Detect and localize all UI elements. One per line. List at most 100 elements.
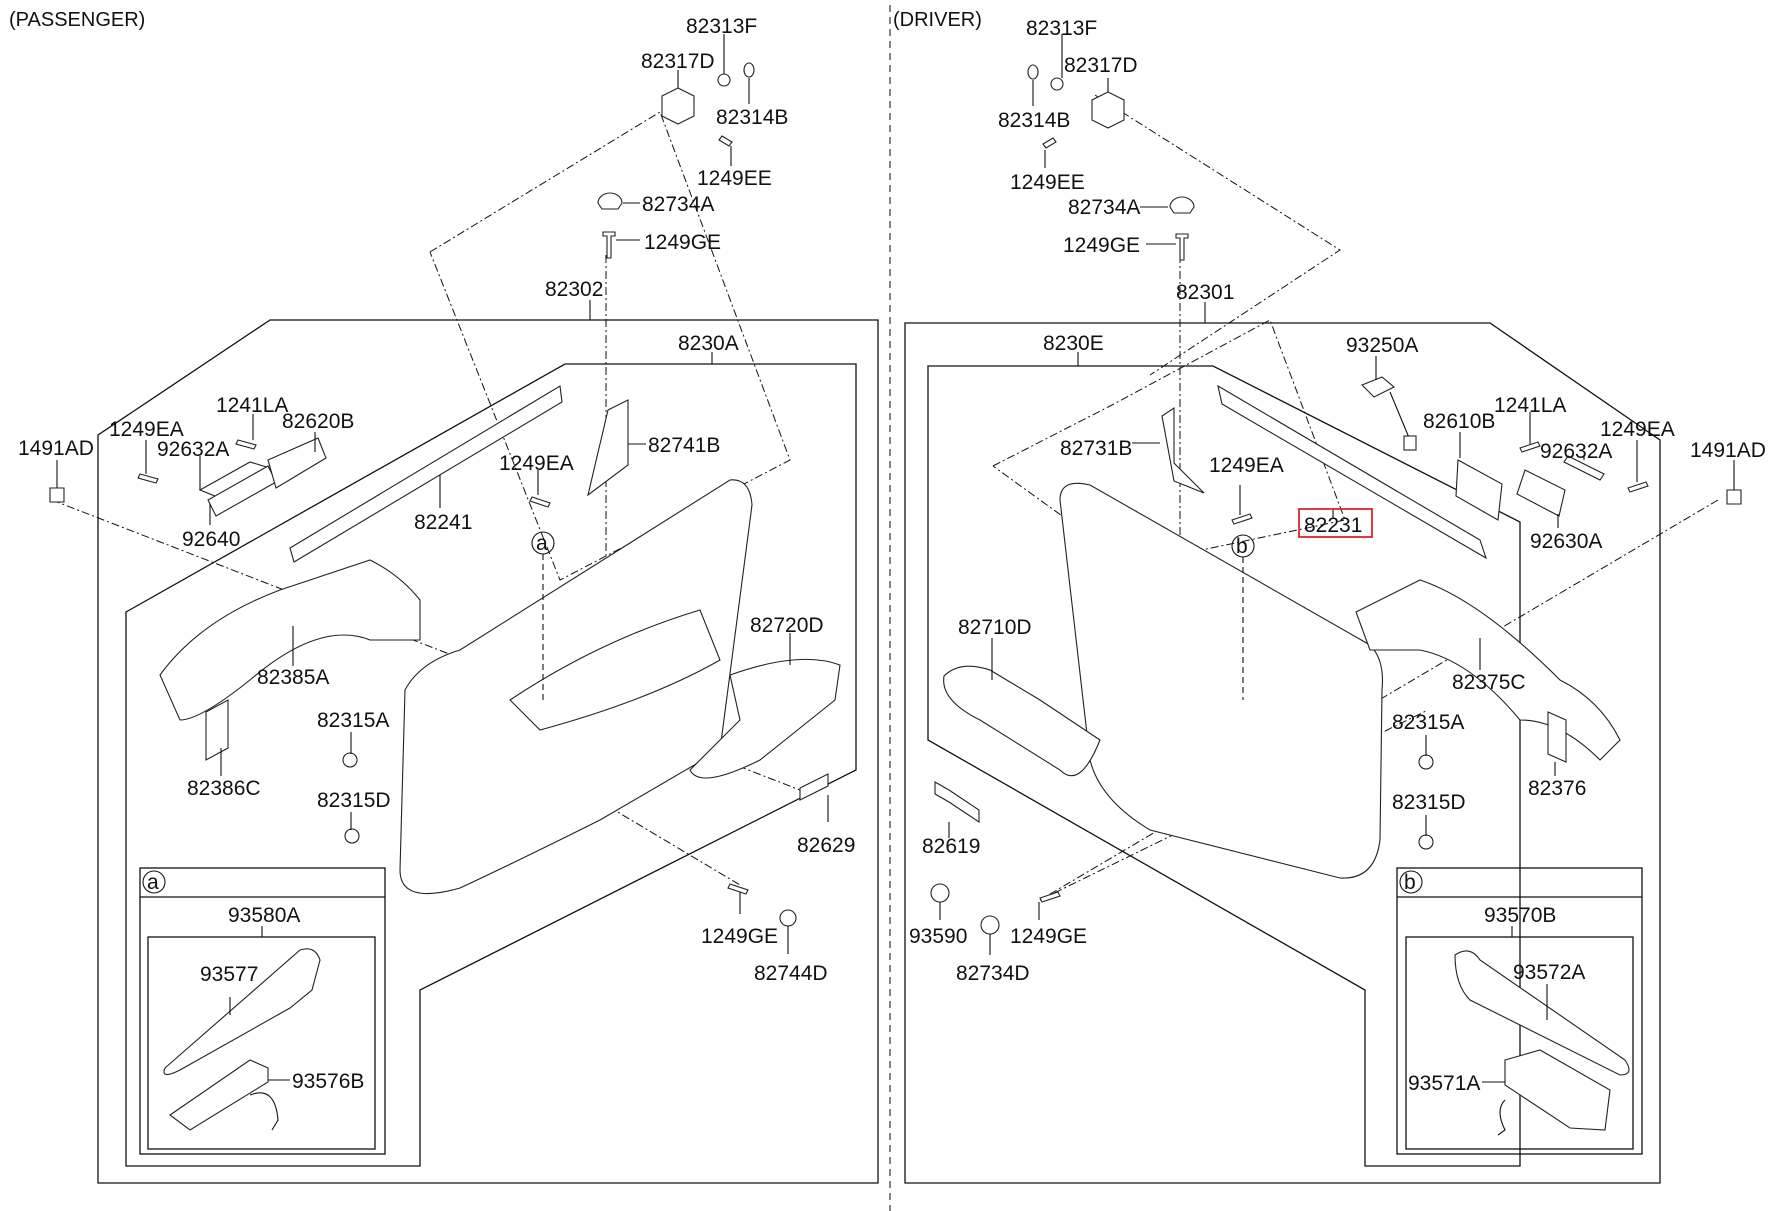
label-92632A-driver[interactable]: 92632A [1540,440,1612,463]
door-trim-panel-driver[interactable] [1059,482,1384,879]
label-82231-selected[interactable]: 82231 [1304,514,1362,537]
label-1249GE-bot-driver[interactable]: 1249GE [1010,925,1087,948]
screw-1249EE[interactable] [718,135,733,147]
label-93572A[interactable]: 93572A [1513,961,1585,984]
screw-1249GE-bot-driver[interactable] [1039,891,1061,903]
label-82375C[interactable]: 82375C [1452,671,1526,694]
switch-cover-93572A[interactable] [1454,950,1630,1076]
label-93571A[interactable]: 93571A [1408,1072,1480,1095]
cover-82629[interactable] [799,773,829,801]
bracket-82317D[interactable] [661,87,695,125]
label-1249GE-bot[interactable]: 1249GE [701,925,778,948]
label-82241[interactable]: 82241 [414,511,472,534]
label-82734D[interactable]: 82734D [956,962,1030,985]
bracket-92630A[interactable] [1516,469,1566,517]
grip-82386C[interactable] [205,699,229,761]
nut-82315A-right[interactable] [1418,754,1434,770]
label-82619[interactable]: 82619 [922,835,980,858]
label-82313F[interactable]: 82313F [686,15,757,38]
label-82710D[interactable]: 82710D [958,616,1032,639]
screw-1249EA-right[interactable] [1627,481,1649,493]
handle-bezel-82741B[interactable] [587,399,629,497]
armrest-82710D[interactable] [943,665,1101,777]
label-1491AD[interactable]: 1491AD [18,437,94,460]
lamp-93590[interactable] [930,883,950,903]
label-82744D[interactable]: 82744D [754,962,828,985]
label-82731B[interactable]: 82731B [1060,437,1132,460]
screw-1249EA-mid-driver[interactable] [1231,513,1253,525]
weatherstrip-82241[interactable] [289,385,563,563]
switch-cover-93577[interactable] [163,948,321,1076]
label-82376[interactable]: 82376 [1528,777,1586,800]
label-93577[interactable]: 93577 [200,963,258,986]
label-82629[interactable]: 82629 [797,834,855,857]
weatherstrip-82231[interactable] [1217,384,1487,560]
label-1249EA-mid-driver[interactable]: 1249EA [1209,454,1284,477]
cover-82619[interactable] [934,781,980,824]
label-92640[interactable]: 92640 [182,528,240,551]
label-82315A-left[interactable]: 82315A [317,709,389,732]
washer-82314B-driver[interactable] [1027,64,1039,80]
label-1241LA-driver[interactable]: 1241LA [1494,394,1566,417]
label-93580A[interactable]: 93580A [228,904,300,927]
screw-1241LA-left[interactable] [235,439,257,450]
label-82315A-right[interactable]: 82315A [1392,711,1464,734]
switch-unit-93576B[interactable] [169,1059,269,1131]
label-1249EE-driver[interactable]: 1249EE [1010,171,1085,194]
label-93250A[interactable]: 93250A [1346,334,1418,357]
label-1249EE[interactable]: 1249EE [697,167,772,190]
handle-82620B[interactable] [267,437,327,489]
label-1241LA[interactable]: 1241LA [216,394,288,417]
clip-82734A[interactable] [597,192,623,210]
label-93576B[interactable]: 93576B [292,1070,364,1093]
label-82620B[interactable]: 82620B [282,410,354,433]
label-1249EA-mid[interactable]: 1249EA [499,452,574,475]
washer-82314B[interactable] [743,62,755,78]
nut-82313F-driver[interactable] [1050,77,1064,91]
label-1249EA-right[interactable]: 1249EA [1600,418,1675,441]
label-82301[interactable]: 82301 [1176,281,1234,304]
nut-82315D-right[interactable] [1418,834,1434,850]
screw-1249GE-bot[interactable] [727,883,749,895]
screw-1249EA-left[interactable] [137,473,159,484]
label-1249GE-top-driver[interactable]: 1249GE [1063,234,1140,257]
label-82734A[interactable]: 82734A [642,193,714,216]
clip-1491AD-right[interactable] [1726,489,1742,505]
label-92630A[interactable]: 92630A [1530,530,1602,553]
label-1249EA-left[interactable]: 1249EA [109,418,184,441]
sensor-93250A[interactable] [1361,376,1395,398]
screw-1249GE-top[interactable] [602,231,616,259]
label-82315D-left[interactable]: 82315D [317,789,391,812]
label-8230A[interactable]: 8230A [678,332,739,355]
label-82317D[interactable]: 82317D [641,50,715,73]
label-82313F-driver[interactable]: 82313F [1026,17,1097,40]
label-82734A-driver[interactable]: 82734A [1068,196,1140,219]
label-82315D-right[interactable]: 82315D [1392,791,1466,814]
nut-82313F[interactable] [717,73,731,87]
bracket-82317D-driver[interactable] [1091,91,1125,129]
nut-82315D-left[interactable] [344,828,360,844]
handle-bezel-82731B[interactable] [1161,406,1205,494]
label-82317D-driver[interactable]: 82317D [1064,54,1138,77]
label-8230E[interactable]: 8230E [1043,332,1104,355]
clip-82744D[interactable] [779,909,797,927]
clip-82734A-driver[interactable] [1169,196,1195,214]
label-82314B-driver[interactable]: 82314B [998,109,1070,132]
label-82314B[interactable]: 82314B [716,106,788,129]
label-93570B[interactable]: 93570B [1484,904,1556,927]
label-1491AD-right[interactable]: 1491AD [1690,439,1766,462]
handle-82610B[interactable] [1455,459,1503,521]
grip-82376[interactable] [1547,711,1567,763]
switch-unit-93571A[interactable] [1504,1049,1611,1131]
label-92632A[interactable]: 92632A [157,438,229,461]
label-93590[interactable]: 93590 [909,925,967,948]
label-82302[interactable]: 82302 [545,278,603,301]
label-82720D[interactable]: 82720D [750,614,824,637]
label-82741B[interactable]: 82741B [648,434,720,457]
screw-1249EE-driver[interactable] [1042,137,1057,149]
nut-82315A-left[interactable] [342,752,358,768]
label-1249GE-top[interactable]: 1249GE [644,231,721,254]
screw-1241LA-right[interactable] [1519,441,1541,453]
screw-1249EA-mid[interactable] [529,496,551,508]
armrest-82720D[interactable] [689,658,841,779]
